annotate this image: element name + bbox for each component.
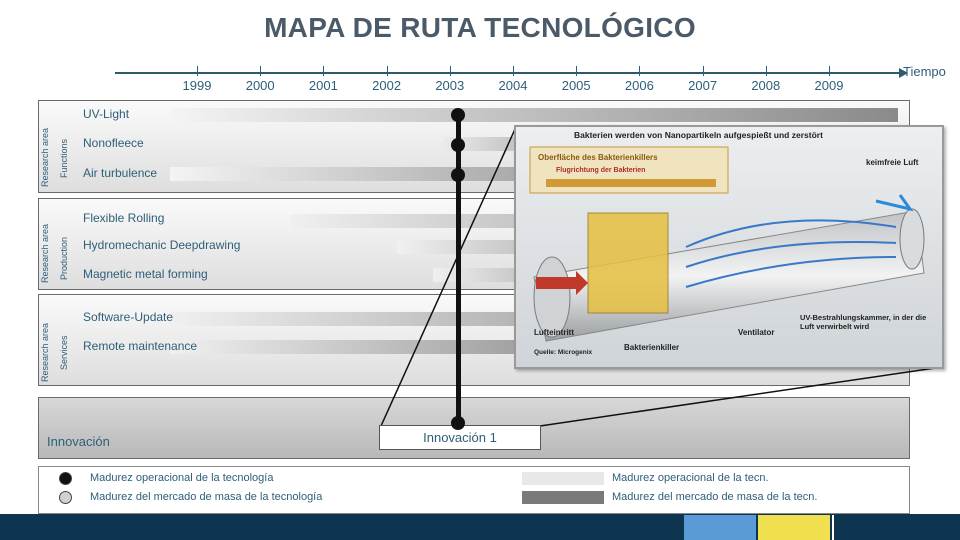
legend-dot-black-icon — [59, 472, 72, 485]
illustration-killer-label: Bakterienkiller — [624, 343, 680, 352]
timeline-year-label: 2003 — [435, 78, 465, 93]
timeline-tick — [449, 66, 451, 76]
milestone-dot-air-turbulence — [451, 168, 465, 182]
bar-air-turbulence — [170, 167, 530, 181]
timeline-axis-label: Tiempo — [903, 64, 946, 79]
timeline-tick — [513, 66, 514, 76]
row-label-flexible-rolling: Flexible Rolling — [83, 211, 165, 225]
bar-remote-maintenance — [170, 340, 525, 354]
timeline-tick — [197, 66, 198, 76]
illustration-heading: Bakterien werden von Nanopartikeln aufge… — [574, 130, 823, 140]
timeline-axis — [115, 68, 908, 78]
legend-panel — [38, 466, 910, 514]
timeline-year-label: 2008 — [751, 78, 781, 93]
timeline-year-label: 2005 — [561, 78, 591, 93]
timeline-tick — [260, 66, 262, 76]
bar-flexible-rolling — [290, 214, 530, 228]
page-title: MAPA DE RUTA TECNOLÓGICO — [264, 12, 696, 43]
row-label-remote-maintenance: Remote maintenance — [83, 339, 198, 353]
legend-text-operational: Madurez operacional de la tecnología — [90, 472, 274, 484]
legend-dot-grey-icon — [59, 491, 72, 504]
row-label-uv-light: UV-Light — [83, 107, 130, 121]
timeline-year-label: 2002 — [372, 78, 402, 93]
row-label-magnetic-metal-forming: Magnetic metal forming — [83, 267, 208, 281]
milestone-dot-uv-light — [451, 108, 465, 122]
timeline-tick — [576, 66, 578, 76]
bar-uv-light — [170, 108, 898, 122]
legend-text-bar-dark: Madurez del mercado de masa de la tecn. — [612, 491, 818, 503]
timeline-tick — [639, 66, 641, 76]
innovation-timeline-line — [456, 110, 461, 424]
illustration-inset-title: Oberfläche des Bakterienkillers — [538, 153, 658, 162]
legend-bar-light — [522, 472, 604, 485]
innovation-panel-label: Innovación — [47, 434, 110, 449]
timeline-year-label: 2006 — [624, 78, 654, 93]
milestone-dot-innovation — [451, 416, 465, 430]
row-label-nonofleece: Nonofleece — [83, 136, 144, 150]
air-purifier-diagram — [516, 127, 942, 367]
row-label-air-turbulence: Air turbulence — [83, 166, 158, 180]
timeline-tick — [765, 66, 767, 76]
illustration-flight-label: Flugrichtung der Bakterien — [556, 167, 646, 174]
illustration-source-label: Quelle: Microgenix — [534, 349, 593, 356]
timeline-year-label: 2007 — [688, 78, 718, 93]
timeline-year-label: 2004 — [498, 78, 528, 93]
timeline-tick — [323, 66, 325, 76]
timeline-year-label: 2009 — [814, 78, 844, 93]
illustration-fan-label: Ventilator — [738, 328, 775, 337]
timeline-tick — [829, 66, 830, 76]
milestone-dot-nonofleece — [451, 138, 465, 152]
timeline-year-label: 1999 — [182, 78, 212, 93]
timeline-tick — [702, 66, 704, 76]
legend-text-bar-light: Madurez operacional de la tecn. — [612, 472, 769, 484]
timeline-year-label: 2001 — [308, 78, 338, 93]
row-label-hydromechanic-deepdrawing: Hydromechanic Deepdrawing — [83, 238, 241, 252]
illustration-inlet-label: Lufteintritt — [534, 328, 574, 337]
legend-text-mass-market: Madurez del mercado de masa de la tecnol… — [90, 491, 323, 503]
row-label-software-update: Software-Update — [83, 310, 174, 324]
footer-square-blue — [684, 515, 756, 540]
illustration-air-purifier: Bakterien werden von Nanopartikeln aufge… — [514, 125, 944, 369]
timeline-tick — [386, 66, 388, 76]
timeline-year-label: 2000 — [245, 78, 275, 93]
legend-bar-dark — [522, 491, 604, 504]
illustration-clean-air-label: keimfreie Luft — [866, 158, 919, 167]
footer-square-yellow — [758, 515, 830, 540]
footer-square-dark — [832, 515, 906, 540]
bar-software-update — [170, 312, 525, 326]
illustration-chamber-label: UV-Bestrahlungskammer, in der die Luft v… — [800, 313, 927, 331]
timeline-arrow-icon — [899, 68, 908, 78]
